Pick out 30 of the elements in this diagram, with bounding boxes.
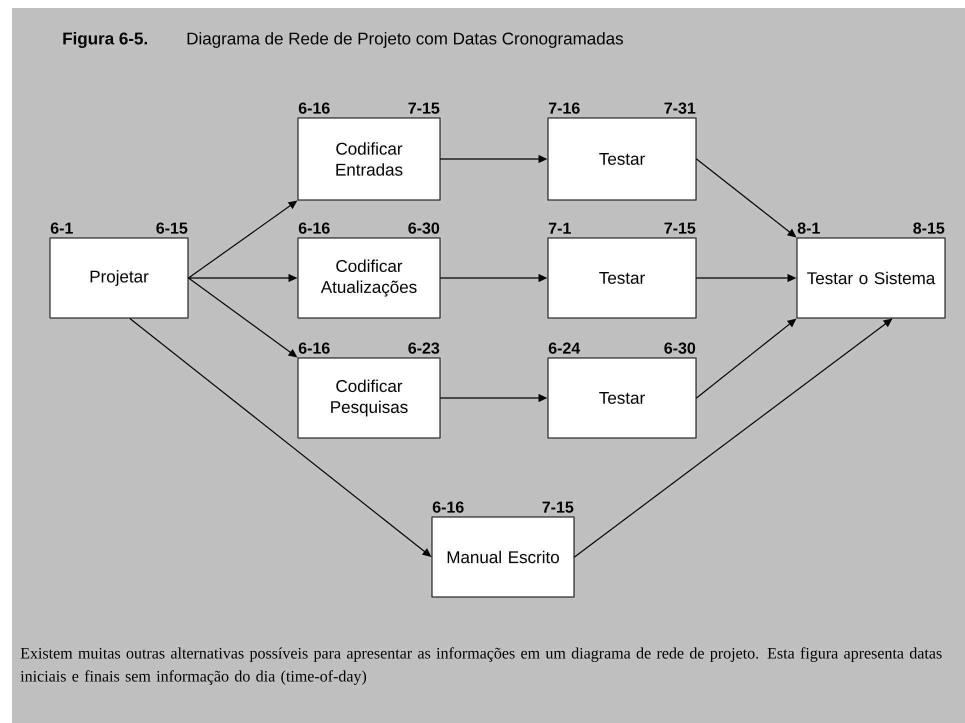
date-label: 6-1 [50, 222, 73, 234]
date-label: 7-15 [408, 102, 440, 114]
date-label: 7-31 [664, 102, 696, 114]
activity-box: Projetar [50, 238, 188, 318]
activity-box: Codificar Pesquisas [298, 358, 440, 438]
date-label: 7-15 [664, 222, 696, 234]
activity-box: Codificar Entradas [298, 118, 440, 200]
date-label: 6-24 [548, 342, 580, 354]
title: Diagrama de Rede de Projeto com Datas Cronogramadas [188, 32, 623, 48]
date-label: 7-1 [548, 222, 571, 234]
figure-number: Figura 6-5. [63, 32, 147, 48]
date-label: 6-16 [298, 342, 330, 354]
date-label: 6-23 [408, 342, 440, 354]
date-label: 6-30 [408, 222, 440, 234]
date-label: 6-16 [298, 222, 330, 234]
date-label: 7-16 [548, 102, 580, 114]
date-label: 8-1 [798, 222, 820, 234]
activity-box: Testar o Sistema [796, 238, 946, 318]
caption: Existem muitas outras alternativas possíveis para apresentar as informações em um diagrama de rede de projeto. Esta figura apresenta datas iniciais e finais sem informação do dia (time-of-day) [20, 647, 942, 685]
date-label: 7-15 [542, 502, 574, 513]
activity-box: Testar [548, 118, 697, 200]
date-label: 6-30 [664, 342, 696, 354]
date-label: 6-16 [432, 501, 464, 513]
date-label: 6-16 [298, 102, 330, 114]
activity-box: Manual Escrito [432, 516, 574, 598]
activity-box: Testar [548, 358, 697, 438]
date-label: 6-15 [156, 222, 188, 234]
activity-box: Codificar Atualizações [298, 238, 440, 318]
activity-box: Testar [548, 238, 697, 318]
date-label: 8-15 [913, 222, 944, 234]
